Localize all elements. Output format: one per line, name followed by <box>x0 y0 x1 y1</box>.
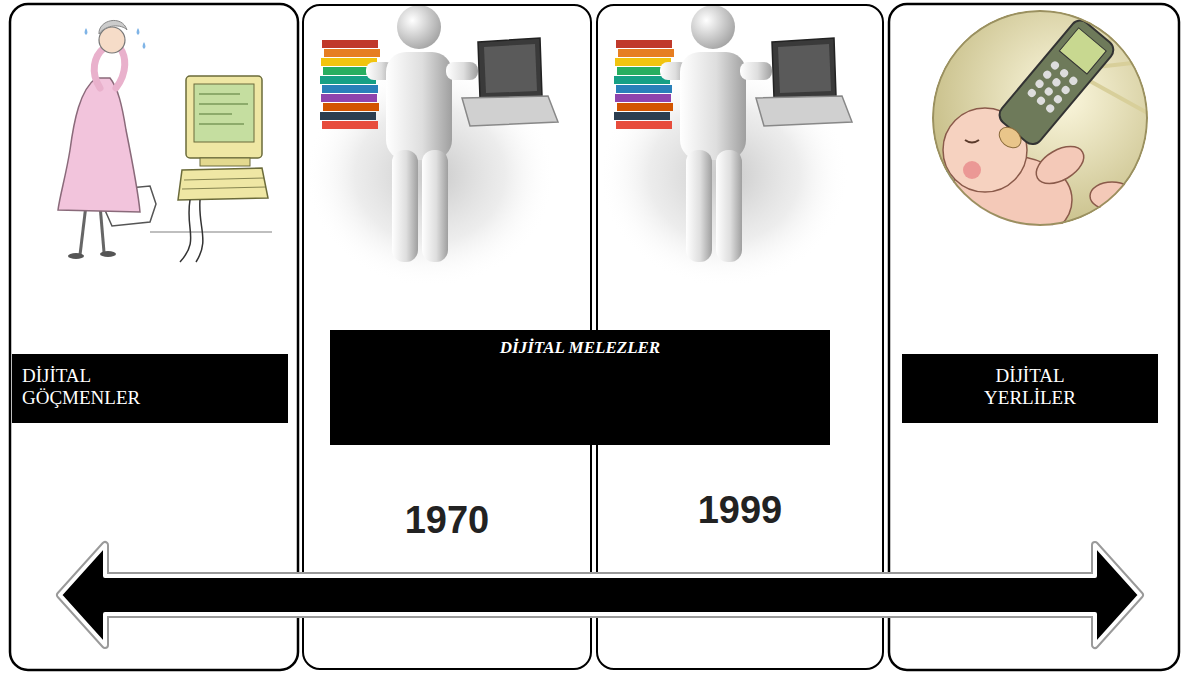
leg <box>100 205 104 252</box>
phone-key <box>1026 87 1037 98</box>
native-baby-illustration <box>930 0 1160 244</box>
phone-key <box>1035 95 1046 106</box>
baby-frame <box>933 11 1147 225</box>
year-label: 1970 <box>304 498 590 542</box>
arm <box>94 48 104 88</box>
arm <box>116 48 125 88</box>
foot <box>100 251 116 257</box>
generation-name: DİJİTAL YERLİLER <box>960 365 1100 409</box>
phone-key <box>1068 75 1079 86</box>
year-label: 1999 <box>598 488 882 532</box>
leg <box>80 205 86 255</box>
phone-key <box>1043 86 1054 97</box>
hair <box>99 20 127 34</box>
baby-cheek <box>963 161 981 179</box>
key-row <box>184 178 264 180</box>
phone-key <box>1059 68 1070 79</box>
person-figure <box>599 5 852 287</box>
phone-key <box>1042 69 1053 80</box>
cable <box>180 200 191 262</box>
sweat-drop <box>85 28 88 35</box>
monitor-base <box>200 158 250 166</box>
phone-screen <box>1059 28 1106 74</box>
desk-line <box>150 231 272 233</box>
generation-name: DİJİTAL GÖÇMENLER <box>22 365 162 409</box>
bottle-nipple <box>995 123 1025 152</box>
generation-name: DİJİTAL MELEZLER <box>330 338 830 358</box>
phone-body <box>995 16 1117 148</box>
head <box>99 27 125 53</box>
dress <box>58 78 140 212</box>
keyboard <box>178 168 268 200</box>
screen-line <box>199 123 244 125</box>
immigrant-cartoon <box>58 20 272 262</box>
cable <box>196 200 203 262</box>
timeline-arrow <box>60 545 1140 645</box>
baby-eye <box>965 140 979 143</box>
phone-key <box>1051 77 1062 88</box>
screen-line <box>199 103 248 105</box>
generation-label: DİJİTAL YERLİLER <box>902 354 1158 423</box>
sweat-drop <box>143 42 146 49</box>
screen-line <box>199 93 240 95</box>
generation-label: DİJİTAL GÖÇMENLER <box>12 354 288 423</box>
baby-arm <box>1030 139 1090 191</box>
screen-line <box>199 113 232 115</box>
key-row <box>182 187 266 189</box>
phone-key <box>1060 84 1071 95</box>
timeline-arrow-outline <box>60 545 1140 645</box>
phone-key <box>1045 103 1056 114</box>
foot <box>68 253 84 259</box>
phone-key <box>1049 60 1060 71</box>
phone-bottle <box>985 16 1117 160</box>
timeline-panel <box>10 4 298 670</box>
phone-key <box>1034 78 1045 89</box>
sweat-drop <box>137 28 140 35</box>
monitor <box>186 76 262 158</box>
generation-band: DİJİTAL MELEZLER <box>330 330 830 445</box>
person-figure <box>305 5 558 287</box>
phone-key <box>1052 94 1063 105</box>
monitor-screen <box>194 84 254 142</box>
timeline-panel <box>889 4 1179 670</box>
